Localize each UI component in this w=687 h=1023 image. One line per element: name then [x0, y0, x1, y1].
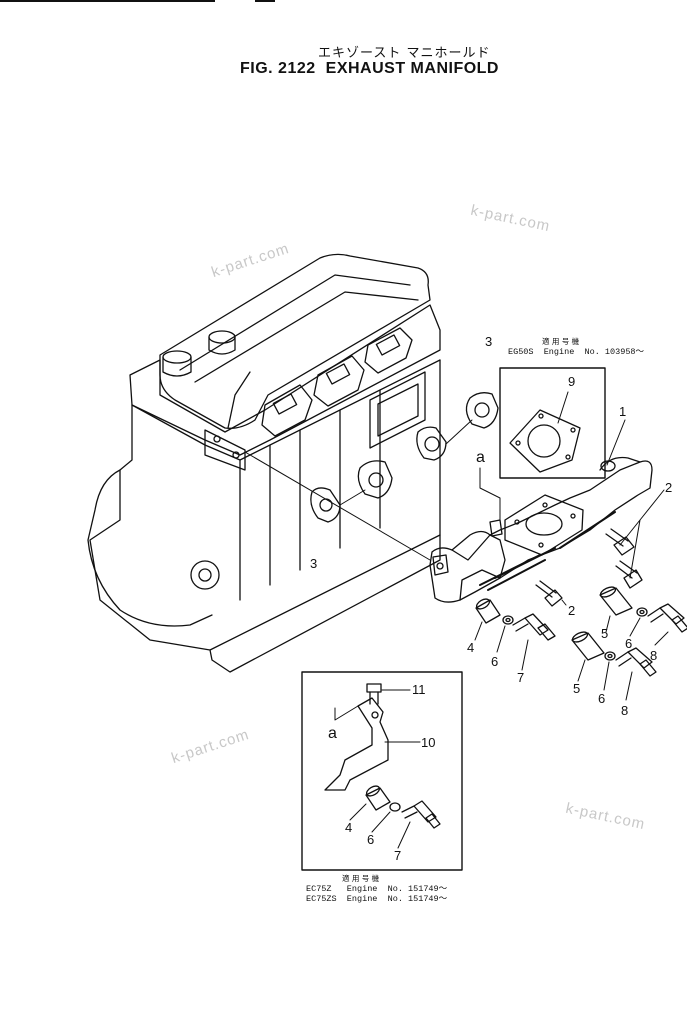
manifold-gasket [416, 392, 499, 461]
gasket-9-hole [565, 454, 571, 460]
fig-name: EXHAUST MANIFOLD [325, 60, 499, 77]
filler-cap [162, 350, 192, 364]
inset-bottom-box [301, 671, 463, 871]
valve-cover [159, 253, 431, 429]
callout-10: 10 [421, 735, 436, 750]
block-ribs [239, 389, 381, 601]
callout-5: 5 [601, 626, 609, 641]
spacer-inset [365, 787, 391, 811]
leader-2b [561, 599, 567, 606]
filler-cap [162, 356, 192, 377]
reference-a: a [476, 449, 485, 466]
bolt-11 [366, 683, 382, 693]
callout-6: 6 [491, 654, 499, 669]
inset-bottom-note: 適 用 号 機 EC75Z Engine No. 151749～ EC75ZS … [306, 874, 447, 904]
valve-cover-ridge [179, 274, 411, 371]
exhaust-port [261, 384, 313, 437]
valve-cover-ridge [194, 291, 419, 383]
washer-inset [389, 802, 401, 812]
bolt [512, 613, 556, 641]
note-heading: 適 用 号 機 [342, 874, 380, 883]
crank-pulley-hub [198, 568, 212, 582]
engine-block [87, 253, 441, 673]
assembly-line [244, 451, 431, 561]
leader-1 [606, 419, 626, 466]
note-line: EC75Z Engine No. 151749～ [306, 884, 448, 894]
stud [535, 528, 643, 607]
callout-7: 7 [394, 848, 402, 863]
callout-6: 6 [625, 636, 633, 651]
exhaust-manifold [429, 456, 653, 603]
note-line: EG50S Engine No. 103958～ [508, 347, 645, 357]
port-opening [272, 393, 298, 415]
callout-3: 3 [485, 334, 493, 349]
ref-a-leader [479, 467, 501, 521]
filler-cap [208, 336, 236, 355]
callout-11: 11 [412, 682, 426, 697]
callout-2: 2 [568, 603, 576, 618]
callout-9: 9 [568, 374, 576, 389]
spacer [599, 586, 633, 616]
port-opening [325, 363, 351, 385]
page-title: FIG. 2122 EXHAUST MANIFOLD [240, 60, 509, 78]
bolt [615, 647, 657, 677]
callout-8: 8 [650, 648, 658, 663]
top-border-right [255, 0, 275, 2]
callout-5: 5 [573, 681, 581, 696]
bracket-10 [324, 697, 389, 791]
callout-6: 6 [367, 832, 375, 847]
side-plate-inner [377, 383, 419, 437]
bolt [647, 603, 687, 633]
bolt-hole [213, 435, 221, 443]
callout-4: 4 [345, 820, 353, 835]
bolt-inset [401, 800, 441, 829]
inset-top-box [499, 367, 606, 479]
exhaust-port [313, 355, 365, 407]
top-border-left [0, 0, 215, 2]
inset-top-note: 適 用 号 機 EG50S Engine No. 103958～ [508, 337, 644, 357]
callout-7: 7 [517, 670, 525, 685]
valve-cover-bead [227, 371, 251, 429]
washer [636, 607, 648, 617]
washer [604, 651, 616, 661]
callout-3: 3 [310, 556, 318, 571]
block-body [89, 359, 441, 673]
fig-number: FIG. 2122 [240, 60, 316, 77]
gasket-9-hole [538, 413, 544, 419]
leader-2 [619, 489, 665, 579]
port-opening [375, 334, 401, 356]
gasket-9-hole [570, 427, 576, 433]
crank-pulley [190, 560, 220, 590]
callout-2: 2 [665, 480, 673, 495]
leaders-lower [474, 615, 669, 701]
callout-8: 8 [621, 703, 629, 718]
spacer [571, 631, 605, 661]
leader-9 [557, 391, 569, 424]
gasket-9-bore [527, 424, 561, 458]
exhaust-port [364, 327, 413, 374]
manifold-outlet [525, 512, 563, 536]
reference-a-inset: a [328, 725, 337, 742]
side-plate [369, 371, 426, 449]
note-line: EC75ZS Engine No. 151749～ [306, 894, 448, 904]
callout-6: 6 [598, 691, 606, 706]
bolt-hole [232, 451, 240, 459]
gasket-9 [509, 409, 581, 473]
spacer [475, 598, 501, 624]
gasket-9-hole [515, 440, 521, 446]
manifold-gasket [310, 460, 393, 523]
front-boss [204, 429, 246, 471]
timing-cover [87, 469, 213, 627]
callout-1: 1 [619, 404, 627, 419]
title-japanese: エキゾースト マニホールド [318, 46, 491, 61]
block-lower-edge [209, 534, 441, 651]
washer [502, 615, 514, 625]
manifold-outlet-flange [504, 494, 584, 556]
callout-4: 4 [467, 640, 475, 655]
note-heading: 適 用 号 機 [542, 337, 580, 346]
filler-cap [208, 330, 236, 344]
